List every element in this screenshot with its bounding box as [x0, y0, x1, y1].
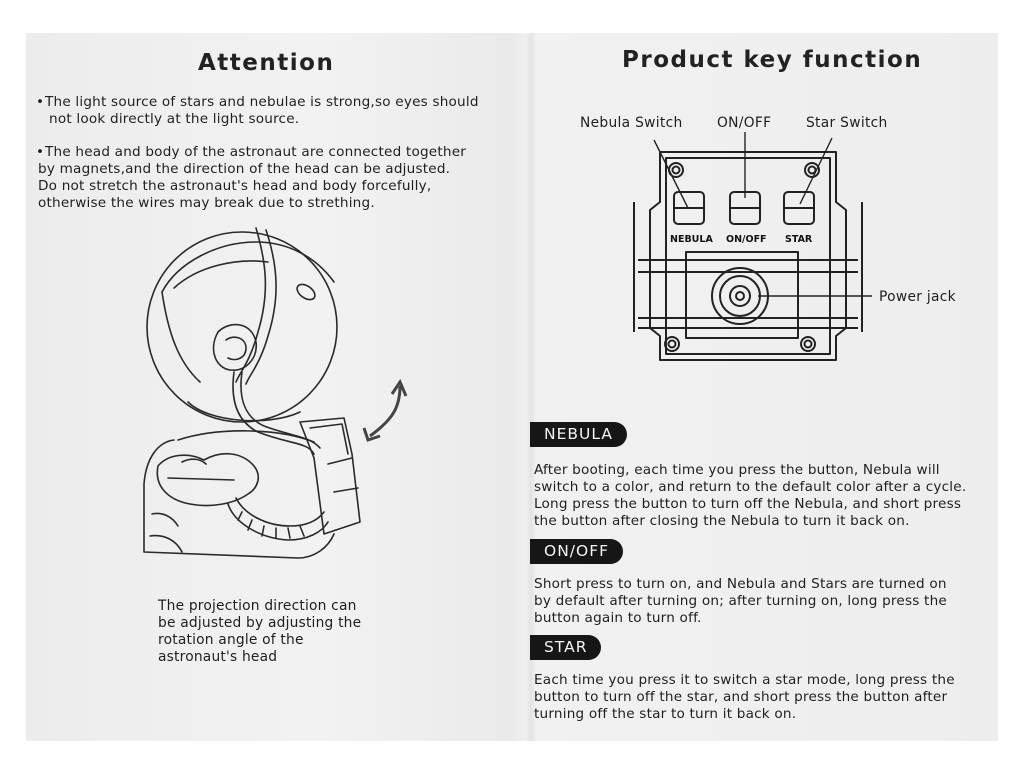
lower-band — [638, 317, 858, 329]
on-off-callout: ON/OFF — [717, 115, 772, 131]
nebula-line-3: Long press the button to turn off the Ne… — [534, 496, 962, 512]
caption-line-2: be adjusted by adjusting the — [158, 615, 362, 631]
nebula-line-4: the button after closing the Nebula to t… — [534, 513, 910, 529]
nebula-heading: NEBULA — [530, 422, 627, 447]
star-line-1: Each time you press it to switch a star … — [534, 672, 955, 688]
nebula-leader-line — [653, 139, 689, 209]
attention-bullet-2: •The head and body of the astronaut are … — [36, 144, 496, 212]
caption-line-3: rotation angle of the — [158, 632, 304, 648]
rotation-arrow-icon — [362, 378, 408, 442]
screw-top-right — [807, 165, 817, 175]
helmet-outline — [146, 231, 338, 423]
page-fold — [526, 33, 536, 741]
nebula-line-1: After booting, each time you press the b… — [534, 462, 940, 478]
on-off-line-2: by default after turning on; after turni… — [534, 593, 947, 609]
on-off-line-3: button again to turn off. — [534, 610, 702, 626]
star-heading: STAR — [530, 635, 602, 660]
attention-bullet-1: •The light source of stars and nebulae i… — [36, 94, 496, 128]
collar — [187, 401, 301, 422]
nebula-description: After booting, each time you press the b… — [534, 462, 984, 530]
bullet-2-line-3: Do not stretch the astronaut's head and … — [38, 178, 432, 194]
bullet-1-line-1: The light source of stars and nebulae is… — [45, 94, 479, 110]
panel-label-nebula: NEBULA — [670, 234, 713, 245]
star-description: Each time you press it to switch a star … — [534, 672, 984, 723]
product-key-title: Product key function — [622, 47, 923, 73]
backpack — [299, 417, 361, 535]
screw-top-left — [671, 165, 681, 175]
caption-line-4: astronaut's head — [158, 649, 278, 665]
cable — [232, 371, 315, 455]
ear-piece — [212, 323, 257, 371]
on-off-line-1: Short press to turn on, and Nebula and S… — [534, 576, 947, 592]
screw-bottom-right — [803, 339, 813, 349]
bullet-2-line-2: by magnets,and the direction of the head… — [38, 161, 451, 177]
on-off-description: Short press to turn on, and Nebula and S… — [534, 576, 984, 627]
attention-title: Attention — [198, 50, 335, 76]
bullet-2-line-1: The head and body of the astronaut are c… — [45, 144, 467, 160]
screw-bottom-left — [667, 339, 677, 349]
caption-line-1: The projection direction can — [158, 598, 357, 614]
star-switch-callout: Star Switch — [806, 115, 888, 131]
hose — [227, 503, 329, 541]
visor-highlight — [296, 283, 316, 301]
visor-top — [161, 241, 335, 293]
nebula-line-2: switch to a color, and return to the def… — [534, 479, 967, 495]
bullet-2-line-4: otherwise the wires may break due to str… — [38, 195, 375, 211]
bullet-icon: • — [36, 144, 45, 160]
torso — [143, 439, 335, 559]
star-line-2: button to turn off the star, and short p… — [534, 689, 948, 705]
star-line-3: turning off the star to turn it back on. — [534, 706, 797, 722]
bullet-1-line-2: not look directly at the light source. — [49, 111, 300, 127]
panel-housing — [649, 151, 847, 361]
glove — [156, 453, 260, 507]
control-panel-diagram: NEBULA ON/OFF STAR — [633, 132, 872, 361]
star-leader-line — [799, 137, 833, 205]
visor-left — [161, 291, 201, 383]
upper-band — [638, 259, 858, 273]
power-jack-frame — [685, 251, 799, 339]
headset-band — [235, 227, 267, 383]
power-jack-pin — [735, 291, 745, 301]
on-off-heading: ON/OFF — [530, 539, 624, 564]
nebula-switch-callout: Nebula Switch — [580, 115, 683, 131]
astronaut-illustration — [143, 227, 408, 559]
panel-label-on-off: ON/OFF — [726, 234, 767, 245]
bullet-icon: • — [36, 94, 45, 110]
power-jack-callout: Power jack — [879, 289, 956, 305]
rotation-caption: The projection direction can be adjusted… — [158, 598, 361, 666]
panel-label-star: STAR — [785, 234, 813, 245]
